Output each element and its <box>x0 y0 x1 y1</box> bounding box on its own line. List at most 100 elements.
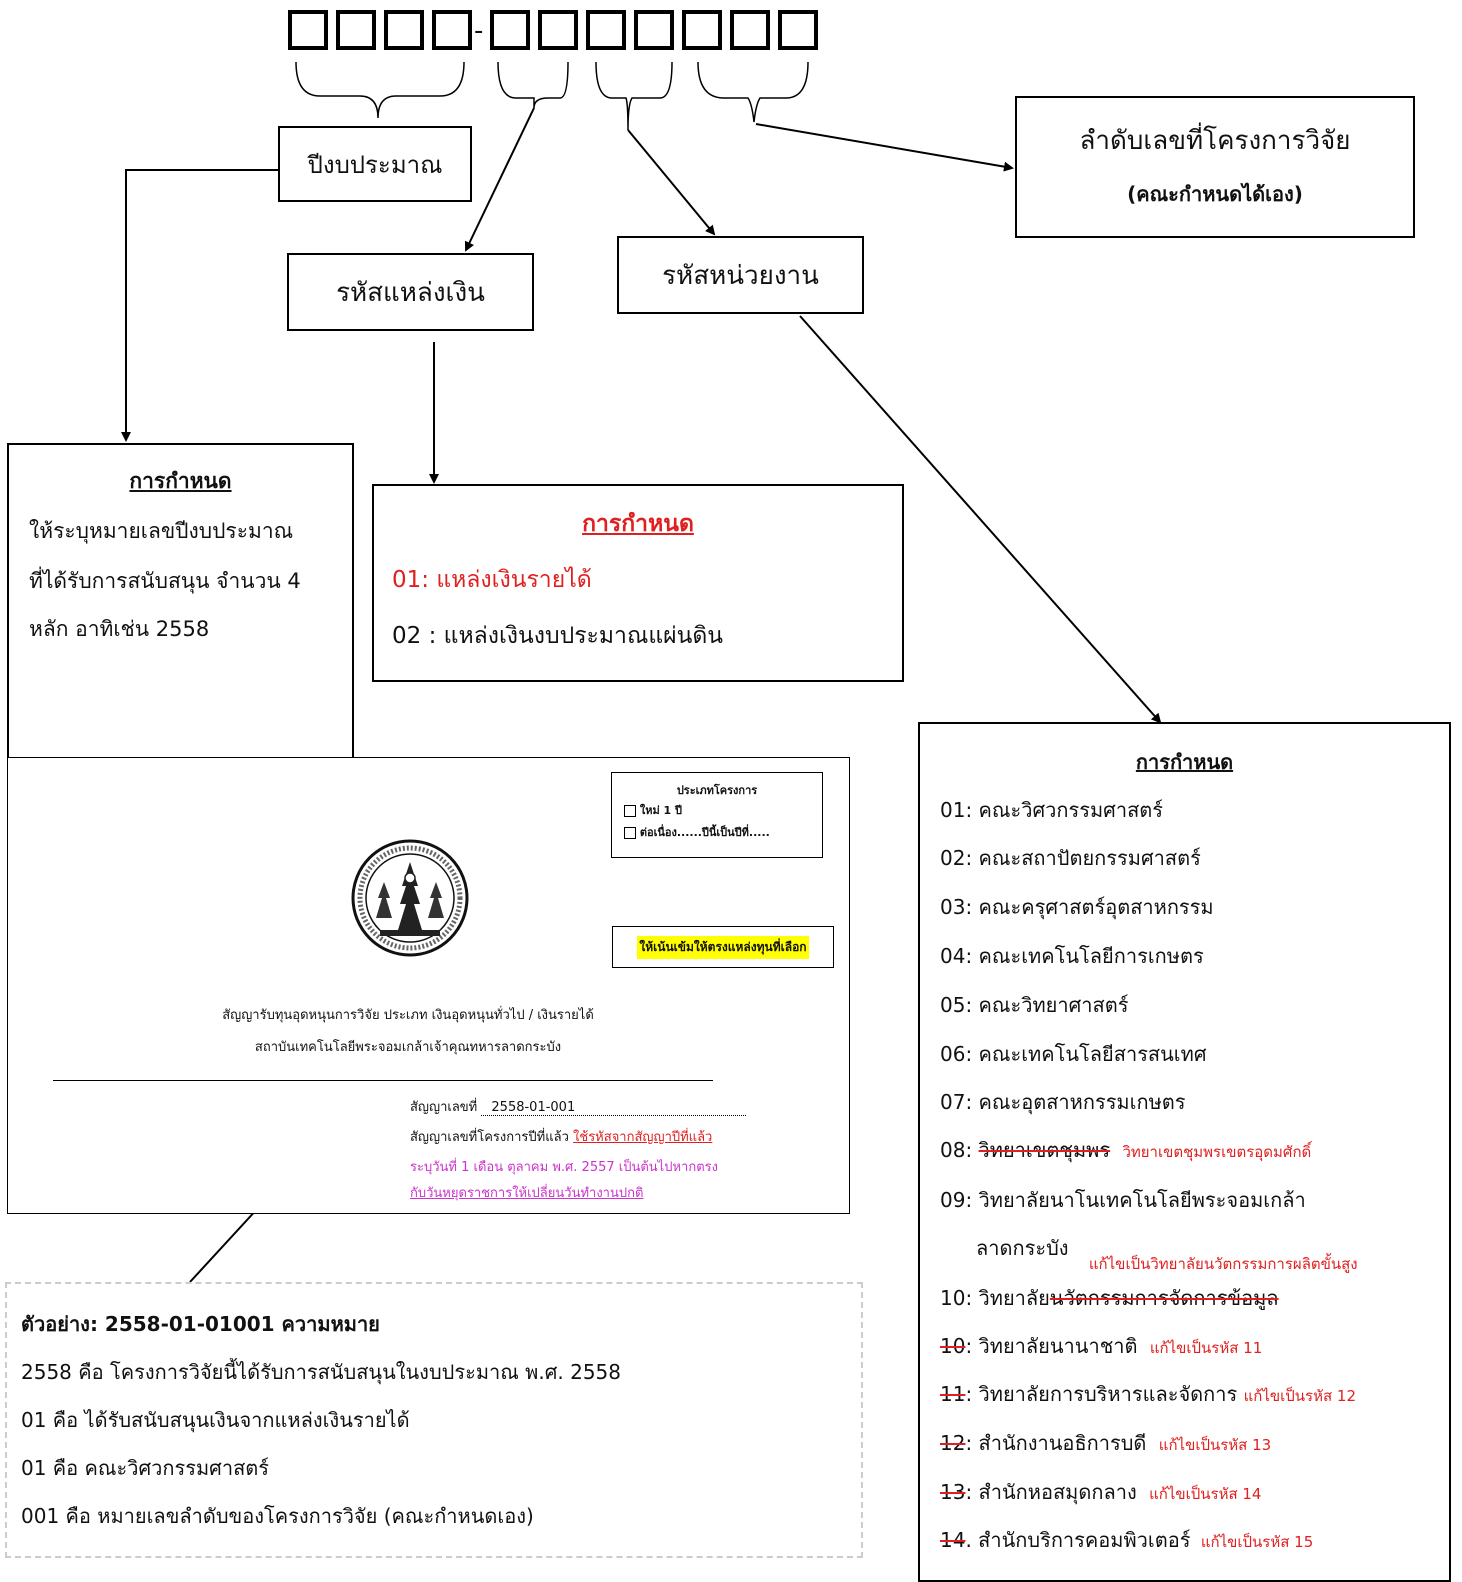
correction-note: แก้ไขเป็นรหัส 12 <box>1243 1387 1357 1405</box>
date-instruction-cont: กับวันหยุดราชการให้เปลี่ยนวันทำงานปกติ <box>410 1186 644 1201</box>
unit-item: 03: คณะครุศาสตร์อุตสาหกรรม <box>940 895 1214 919</box>
correction-note: วิทยาเขตชุมพรเขตรอุดมศักดิ์ <box>1122 1143 1312 1161</box>
unit-item: 01: คณะวิศวกรรมศาสตร์ <box>940 798 1164 822</box>
project-type-box: ประเภทโครงการ ใหม่ 1 ปี ต่อเนื่อง......ป… <box>611 772 823 858</box>
fund-source-label: รหัสแหล่งเงิน <box>336 277 485 308</box>
correction-note: แก้ไขเป็นรหัส 14 <box>1149 1485 1262 1503</box>
unit-arrow <box>627 129 716 236</box>
unit-item-11: 10: วิทยาลัยนานาชาติ แก้ไขเป็นรหัส 11 <box>940 1330 1262 1362</box>
fund-source-label-box: รหัสแหล่งเงิน <box>287 253 534 331</box>
example-title: ตัวอย่าง: 2558-01-01001 ความหมาย <box>21 1312 380 1336</box>
project-seq-note: (คณะกำหนดได้เอง) <box>1127 182 1303 206</box>
unit-item-09-cont: ลาดกระบัง แก้ไขเป็นวิทยาลัยนวัตกรรมการผล… <box>976 1232 1358 1273</box>
unit-code-label-box: รหัสหน่วยงาน <box>617 236 864 314</box>
correction-note: แก้ไขเป็นวิทยาลัยนวัตกรรมการผลิตขั้นสูง <box>1088 1255 1358 1273</box>
unit-code: 08: <box>940 1138 973 1162</box>
unit-old-code: 12 <box>940 1431 966 1455</box>
unit-name: : วิทยาลัยนานาชาติ <box>965 1334 1138 1358</box>
project-type-new-label: ใหม่ 1 ปี <box>639 804 683 817</box>
fund-digit-box <box>538 10 578 50</box>
contract-number-line: สัญญาเลขที่ 2558-01-001 <box>410 1096 747 1117</box>
unit-item-08: 08: วิทยาเขตชุมพร วิทยาเขตชุมพรเขตรอุดมศ… <box>940 1134 1311 1166</box>
seq-digit-box <box>730 10 770 50</box>
previous-contract-line: สัญญาเลขที่โครงการปีที่แล้ว ใช้รหัสจากสั… <box>410 1126 712 1147</box>
year-digit-box <box>384 10 424 50</box>
unit-name: 10: วิทยาลัย <box>940 1286 1050 1310</box>
seq-digit-box <box>778 10 818 50</box>
unit-item: 05: คณะวิทยาศาสตร์ <box>940 993 1129 1017</box>
unit-name: : วิทยาลัยการบริหารและจัดการ <box>965 1382 1238 1406</box>
project-seq-label-box: ลำดับเลขที่โครงการวิจัย (คณะกำหนดได้เอง) <box>1015 96 1415 238</box>
separator-line <box>53 1080 713 1081</box>
code-separator: - <box>474 16 484 46</box>
unit-name: : สำนักงานอธิการบดี <box>965 1431 1147 1455</box>
year-rule-box: การกำหนด ให้ระบุหมายเลขปีงบประมาณ ที่ได้… <box>7 443 354 763</box>
project-type-cont: ต่อเนื่อง......ปีนี้เป็นปีที่..... <box>624 823 770 841</box>
fund-brace <box>497 61 569 109</box>
unit-item: 07: คณะอุตสาหกรรมเกษตร <box>940 1090 1186 1114</box>
previous-contract-label: สัญญาเลขที่โครงการปีที่แล้ว <box>410 1130 569 1145</box>
fund-rule-national-budget: 02 : แหล่งเงินงบประมาณแผ่นดิน <box>392 623 723 649</box>
unit-code-label: รหัสหน่วยงาน <box>662 260 819 291</box>
fiscal-year-label: ปีงบประมาณ <box>307 150 443 179</box>
example-line: 2558 คือ โครงการวิจัยนี้ได้รับการสนับสนุ… <box>21 1360 621 1384</box>
unit-rule-arrow <box>799 315 1162 724</box>
unit-item-15: 14. สำนักบริการคอมพิวเตอร์ แก้ไขเป็นรหัส… <box>940 1524 1313 1556</box>
correction-note: แก้ไขเป็นรหัส 11 <box>1149 1339 1263 1357</box>
unit-digit-box <box>634 10 674 50</box>
unit-old-code: 13 <box>940 1480 966 1504</box>
unit-rule-box: การกำหนด 01: คณะวิศวกรรมศาสตร์ 02: คณะสถ… <box>918 722 1451 1582</box>
unit-item-13: 12: สำนักงานอธิการบดี แก้ไขเป็นรหัส 13 <box>940 1427 1271 1459</box>
year-rule-heading: การกำหนด <box>129 469 232 493</box>
unit-old-name: วิทยาเขตชุมพร <box>978 1138 1111 1162</box>
project-type-title: ประเภทโครงการ <box>676 784 758 797</box>
year-rule-line: ให้ระบุหมายเลขปีงบประมาณ <box>29 519 294 543</box>
example-line: 01 คือ คณะวิศวกรรมศาสตร์ <box>21 1456 270 1480</box>
unit-name: : สำนักหอสมุดกลาง <box>965 1480 1137 1504</box>
year-rule-line: หลัก อาทิเช่น 2558 <box>29 617 210 641</box>
fund-highlight-callout: ให้เน้นเข้มให้ตรงแหล่งทุนที่เลือก <box>612 926 834 968</box>
fund-arrow <box>464 107 535 252</box>
seq-digit-box <box>682 10 722 50</box>
unit-item-12: 11: วิทยาลัยการบริหารและจัดการ แก้ไขเป็น… <box>940 1378 1356 1410</box>
year-digit-box <box>288 10 328 50</box>
example-line: 001 คือ หมายเลขลำดับของโครงการวิจัย (คณะ… <box>21 1504 534 1528</box>
correction-note: แก้ไขเป็นรหัส 13 <box>1158 1436 1272 1454</box>
unit-old-code: 10 <box>940 1334 966 1358</box>
fund-rule-box: การกำหนด 01: แหล่งเงินรายได้ 02 : แหล่งเ… <box>372 484 904 682</box>
unit-old-code: 14 <box>940 1528 966 1552</box>
institute-name: สถาบันเทคโนโลยีพระจอมเกล้าเจ้าคุณทหารลาด… <box>254 1040 562 1055</box>
seq-arrow <box>755 123 1014 172</box>
unit-brace <box>595 61 673 131</box>
contract-number-value[interactable]: 2558-01-001 <box>481 1100 747 1116</box>
example-line: 01 คือ ได้รับสนับสนุนเงินจากแหล่งเงินราย… <box>21 1408 410 1432</box>
unit-name-cont: ลาดกระบัง <box>976 1236 1069 1260</box>
year-digit-box <box>432 10 472 50</box>
checkbox-icon[interactable] <box>624 805 636 817</box>
contract-number-label: สัญญาเลขที่ <box>410 1100 478 1115</box>
unit-item: 04: คณะเทคโนโลยีการเกษตร <box>940 944 1204 968</box>
unit-item-10: 10: วิทยาลัยนวัตกรรมการจัดการข้อมูล <box>940 1282 1279 1314</box>
unit-digit-box <box>586 10 626 50</box>
contract-cover-sample: ประเภทโครงการ ใหม่ 1 ปี ต่อเนื่อง......ป… <box>7 757 850 1214</box>
contract-title: สัญญารับทุนอุดหนุนการวิจัย ประเภท เงินอุ… <box>222 1008 594 1023</box>
unit-name: . สำนักบริการคอมพิวเตอร์ <box>965 1528 1191 1552</box>
year-arrow <box>121 169 280 442</box>
university-seal-logo <box>351 839 469 957</box>
previous-contract-note: ใช้รหัสจากสัญญาปีที่แล้ว <box>573 1130 713 1145</box>
fund-rule-income: 01: แหล่งเงินรายได้ <box>392 567 592 593</box>
date-instruction: ระบุวันที่ 1 เดือน ตุลาคม พ.ศ. 2557 เป็น… <box>410 1160 718 1175</box>
correction-note: แก้ไขเป็นรหัส 15 <box>1200 1533 1314 1551</box>
year-rule-line: ที่ได้รับการสนับสนุน จำนวน 4 <box>29 569 301 593</box>
year-brace <box>295 61 465 119</box>
unit-item: 06: คณะเทคโนโลยีสารสนเทศ <box>940 1042 1207 1066</box>
project-type-new: ใหม่ 1 ปี <box>624 801 682 819</box>
seq-brace <box>697 61 809 123</box>
unit-item: 02: คณะสถาปัตยกรรมศาสตร์ <box>940 846 1201 870</box>
year-digit-box <box>336 10 376 50</box>
checkbox-icon[interactable] <box>624 827 636 839</box>
fund-digit-box <box>490 10 530 50</box>
unit-rule-heading: การกำหนด <box>1135 750 1234 774</box>
fiscal-year-label-box: ปีงบประมาณ <box>278 126 472 202</box>
